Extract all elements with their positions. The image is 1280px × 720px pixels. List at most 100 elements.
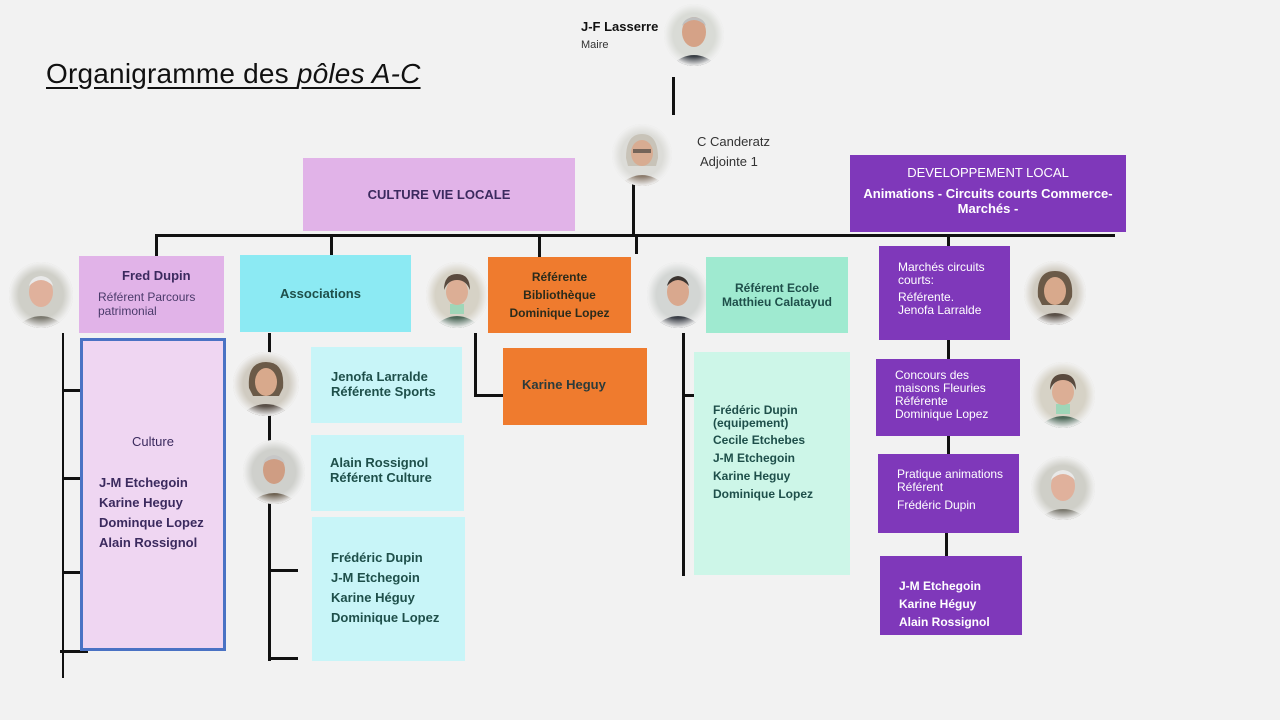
ecole-member: Cecile Etchebes bbox=[713, 433, 806, 447]
connector-to-bibliotheque bbox=[538, 234, 541, 258]
mayor-label: J-F Lasserre Maire bbox=[581, 19, 671, 51]
culture-members: J-M Etchegoin Karine Heguy Dominque Lope… bbox=[99, 473, 223, 553]
dominique-lopez-photo bbox=[426, 262, 488, 328]
page-title: Organigramme des pôles A-C bbox=[46, 58, 421, 90]
connector-left-vertical bbox=[62, 333, 64, 678]
connector-to-associations bbox=[330, 234, 333, 256]
connector-assoc-tick-4 bbox=[268, 657, 298, 660]
culture-member: Alain Rossignol bbox=[99, 535, 198, 550]
marches-line1: Marchés circuits bbox=[898, 260, 985, 274]
connector-to-fred bbox=[155, 234, 158, 256]
connector-biblio-horizontal bbox=[474, 394, 504, 397]
culture-ref-line1: Alain Rossignol bbox=[330, 455, 429, 470]
associations-label: Associations bbox=[280, 286, 361, 301]
title-main: Organigramme des bbox=[46, 58, 297, 89]
deputy-label: C Canderatz Adjointe 1 bbox=[697, 134, 770, 169]
fred-dupin-line2: patrimonial bbox=[98, 304, 157, 318]
sports-line2: Référente Sports bbox=[331, 384, 436, 399]
connector-to-marches bbox=[947, 234, 950, 246]
concours-line3: Référente bbox=[895, 394, 948, 408]
sports-line1: Jenofa Larralde bbox=[331, 369, 428, 384]
pratique-line2: Référent bbox=[897, 480, 944, 494]
frederic-dupin-photo bbox=[1031, 456, 1095, 520]
developpement-local-box: DEVELOPPEMENT LOCAL Animations - Circuit… bbox=[850, 155, 1126, 232]
ecole-box: Référent Ecole Matthieu Calatayud bbox=[706, 257, 848, 333]
deputy-name: C Canderatz bbox=[697, 134, 770, 149]
ecole-member: Karine Heguy bbox=[713, 469, 791, 483]
deputy-role: Adjointe 1 bbox=[700, 154, 758, 169]
ecole-member: (equipement) bbox=[713, 416, 789, 430]
connector-to-ecole bbox=[635, 234, 638, 254]
bibliotheque-line3: Dominique Lopez bbox=[509, 306, 610, 320]
connector-assoc-tick-3 bbox=[268, 569, 298, 572]
connector-dev-2 bbox=[947, 435, 950, 455]
ecole-member: Dominique Lopez bbox=[713, 487, 813, 501]
developpement-local-title: DEVELOPPEMENT LOCAL bbox=[907, 165, 1069, 180]
alain-rossignol-photo bbox=[243, 440, 305, 504]
ecole-member: Frédéric Dupin bbox=[713, 403, 798, 417]
matthieu-calatayud-photo bbox=[647, 262, 709, 328]
fred-dupin-box: Fred Dupin Référent Parcours patrimonial bbox=[79, 256, 224, 333]
bibliotheque-line2: Bibliothèque bbox=[523, 288, 596, 302]
concours-line1: Concours des bbox=[895, 368, 970, 382]
connector-ecole-vertical bbox=[682, 333, 685, 576]
marches-box: Marchés circuits courts: Référente. Jeno… bbox=[879, 246, 1010, 340]
culture-title: Culture bbox=[132, 434, 174, 449]
dev-members-box: J-M Etchegoin Karine Héguy Alain Rossign… bbox=[880, 556, 1022, 635]
ecole-line2: Matthieu Calatayud bbox=[721, 295, 832, 309]
connector-ecole-tick bbox=[682, 394, 694, 397]
marches-line3: Référente. bbox=[898, 290, 955, 304]
developpement-local-subtitle: Animations - Circuits courts Commerce-Ma… bbox=[863, 186, 1113, 216]
connector-dev-3 bbox=[945, 532, 948, 557]
title-italic: pôles A-C bbox=[296, 58, 421, 89]
ecole-line1: Référent Ecole bbox=[734, 281, 820, 295]
culture-member: Karine Heguy bbox=[99, 495, 183, 510]
karine-heguy-box: Karine Heguy bbox=[503, 348, 647, 425]
assoc-members-box: Frédéric Dupin J-M Etchegoin Karine Hégu… bbox=[312, 517, 465, 661]
connector-left-tick-3 bbox=[62, 571, 80, 574]
dev-member: Karine Héguy bbox=[899, 597, 977, 611]
jenofa-larralde-photo-2 bbox=[1024, 261, 1086, 325]
assoc-member: Frédéric Dupin bbox=[331, 550, 423, 565]
marches-line2: courts: bbox=[898, 273, 935, 287]
sports-box: Jenofa Larralde Référente Sports bbox=[311, 347, 462, 423]
pratique-line1: Pratique animations bbox=[897, 467, 1004, 481]
ecole-members-box: Frédéric Dupin (equipement) Cecile Etche… bbox=[694, 352, 850, 575]
fred-dupin-line1: Référent Parcours bbox=[98, 290, 196, 304]
mayor-role: Maire bbox=[581, 39, 609, 51]
connector-left-tick-2 bbox=[62, 477, 80, 480]
culture-ref-line2: Référent Culture bbox=[330, 470, 432, 485]
dev-member: J-M Etchegoin bbox=[899, 579, 982, 593]
mayor-name: J-F Lasserre bbox=[581, 19, 659, 34]
pratique-box: Pratique animations Référent Frédéric Du… bbox=[878, 454, 1019, 533]
connector-mayor-deputy bbox=[672, 77, 675, 115]
connector-left-tick-4 bbox=[60, 650, 88, 653]
culture-box: Culture J-M Etchegoin Karine Heguy Domin… bbox=[80, 338, 226, 651]
culture-vie-locale-title: CULTURE VIE LOCALE bbox=[367, 187, 511, 202]
connector-biblio-vertical bbox=[474, 333, 477, 397]
connector-dev-1 bbox=[947, 339, 950, 361]
mayor-photo bbox=[664, 4, 724, 66]
assoc-member: Karine Héguy bbox=[331, 590, 415, 605]
marches-line4: Jenofa Larralde bbox=[898, 303, 982, 317]
assoc-member: Dominique Lopez bbox=[331, 610, 440, 625]
pratique-line3: Frédéric Dupin bbox=[897, 498, 976, 512]
fred-dupin-name: Fred Dupin bbox=[122, 268, 191, 283]
culture-member: J-M Etchegoin bbox=[99, 475, 188, 490]
karine-heguy-label: Karine Heguy bbox=[522, 377, 606, 392]
culture-ref-box: Alain Rossignol Référent Culture bbox=[311, 435, 464, 511]
connector-left-tick-1 bbox=[62, 389, 80, 392]
bibliotheque-line1: Référente bbox=[531, 270, 588, 284]
culture-vie-locale-box: CULTURE VIE LOCALE bbox=[303, 158, 575, 231]
concours-line4: Dominique Lopez bbox=[895, 407, 989, 421]
jenofa-larralde-photo bbox=[233, 352, 299, 416]
associations-box: Associations bbox=[240, 255, 411, 332]
bibliotheque-box: Référente Bibliothèque Dominique Lopez bbox=[488, 257, 631, 333]
connector-deputy-down bbox=[632, 180, 635, 235]
assoc-member: J-M Etchegoin bbox=[331, 570, 420, 585]
fred-dupin-photo bbox=[9, 262, 73, 328]
dominique-lopez-photo-2 bbox=[1031, 362, 1095, 428]
ecole-member: J-M Etchegoin bbox=[713, 451, 796, 465]
concours-box: Concours des maisons Fleuries Référente … bbox=[876, 359, 1020, 436]
culture-member: Dominque Lopez bbox=[99, 515, 204, 530]
